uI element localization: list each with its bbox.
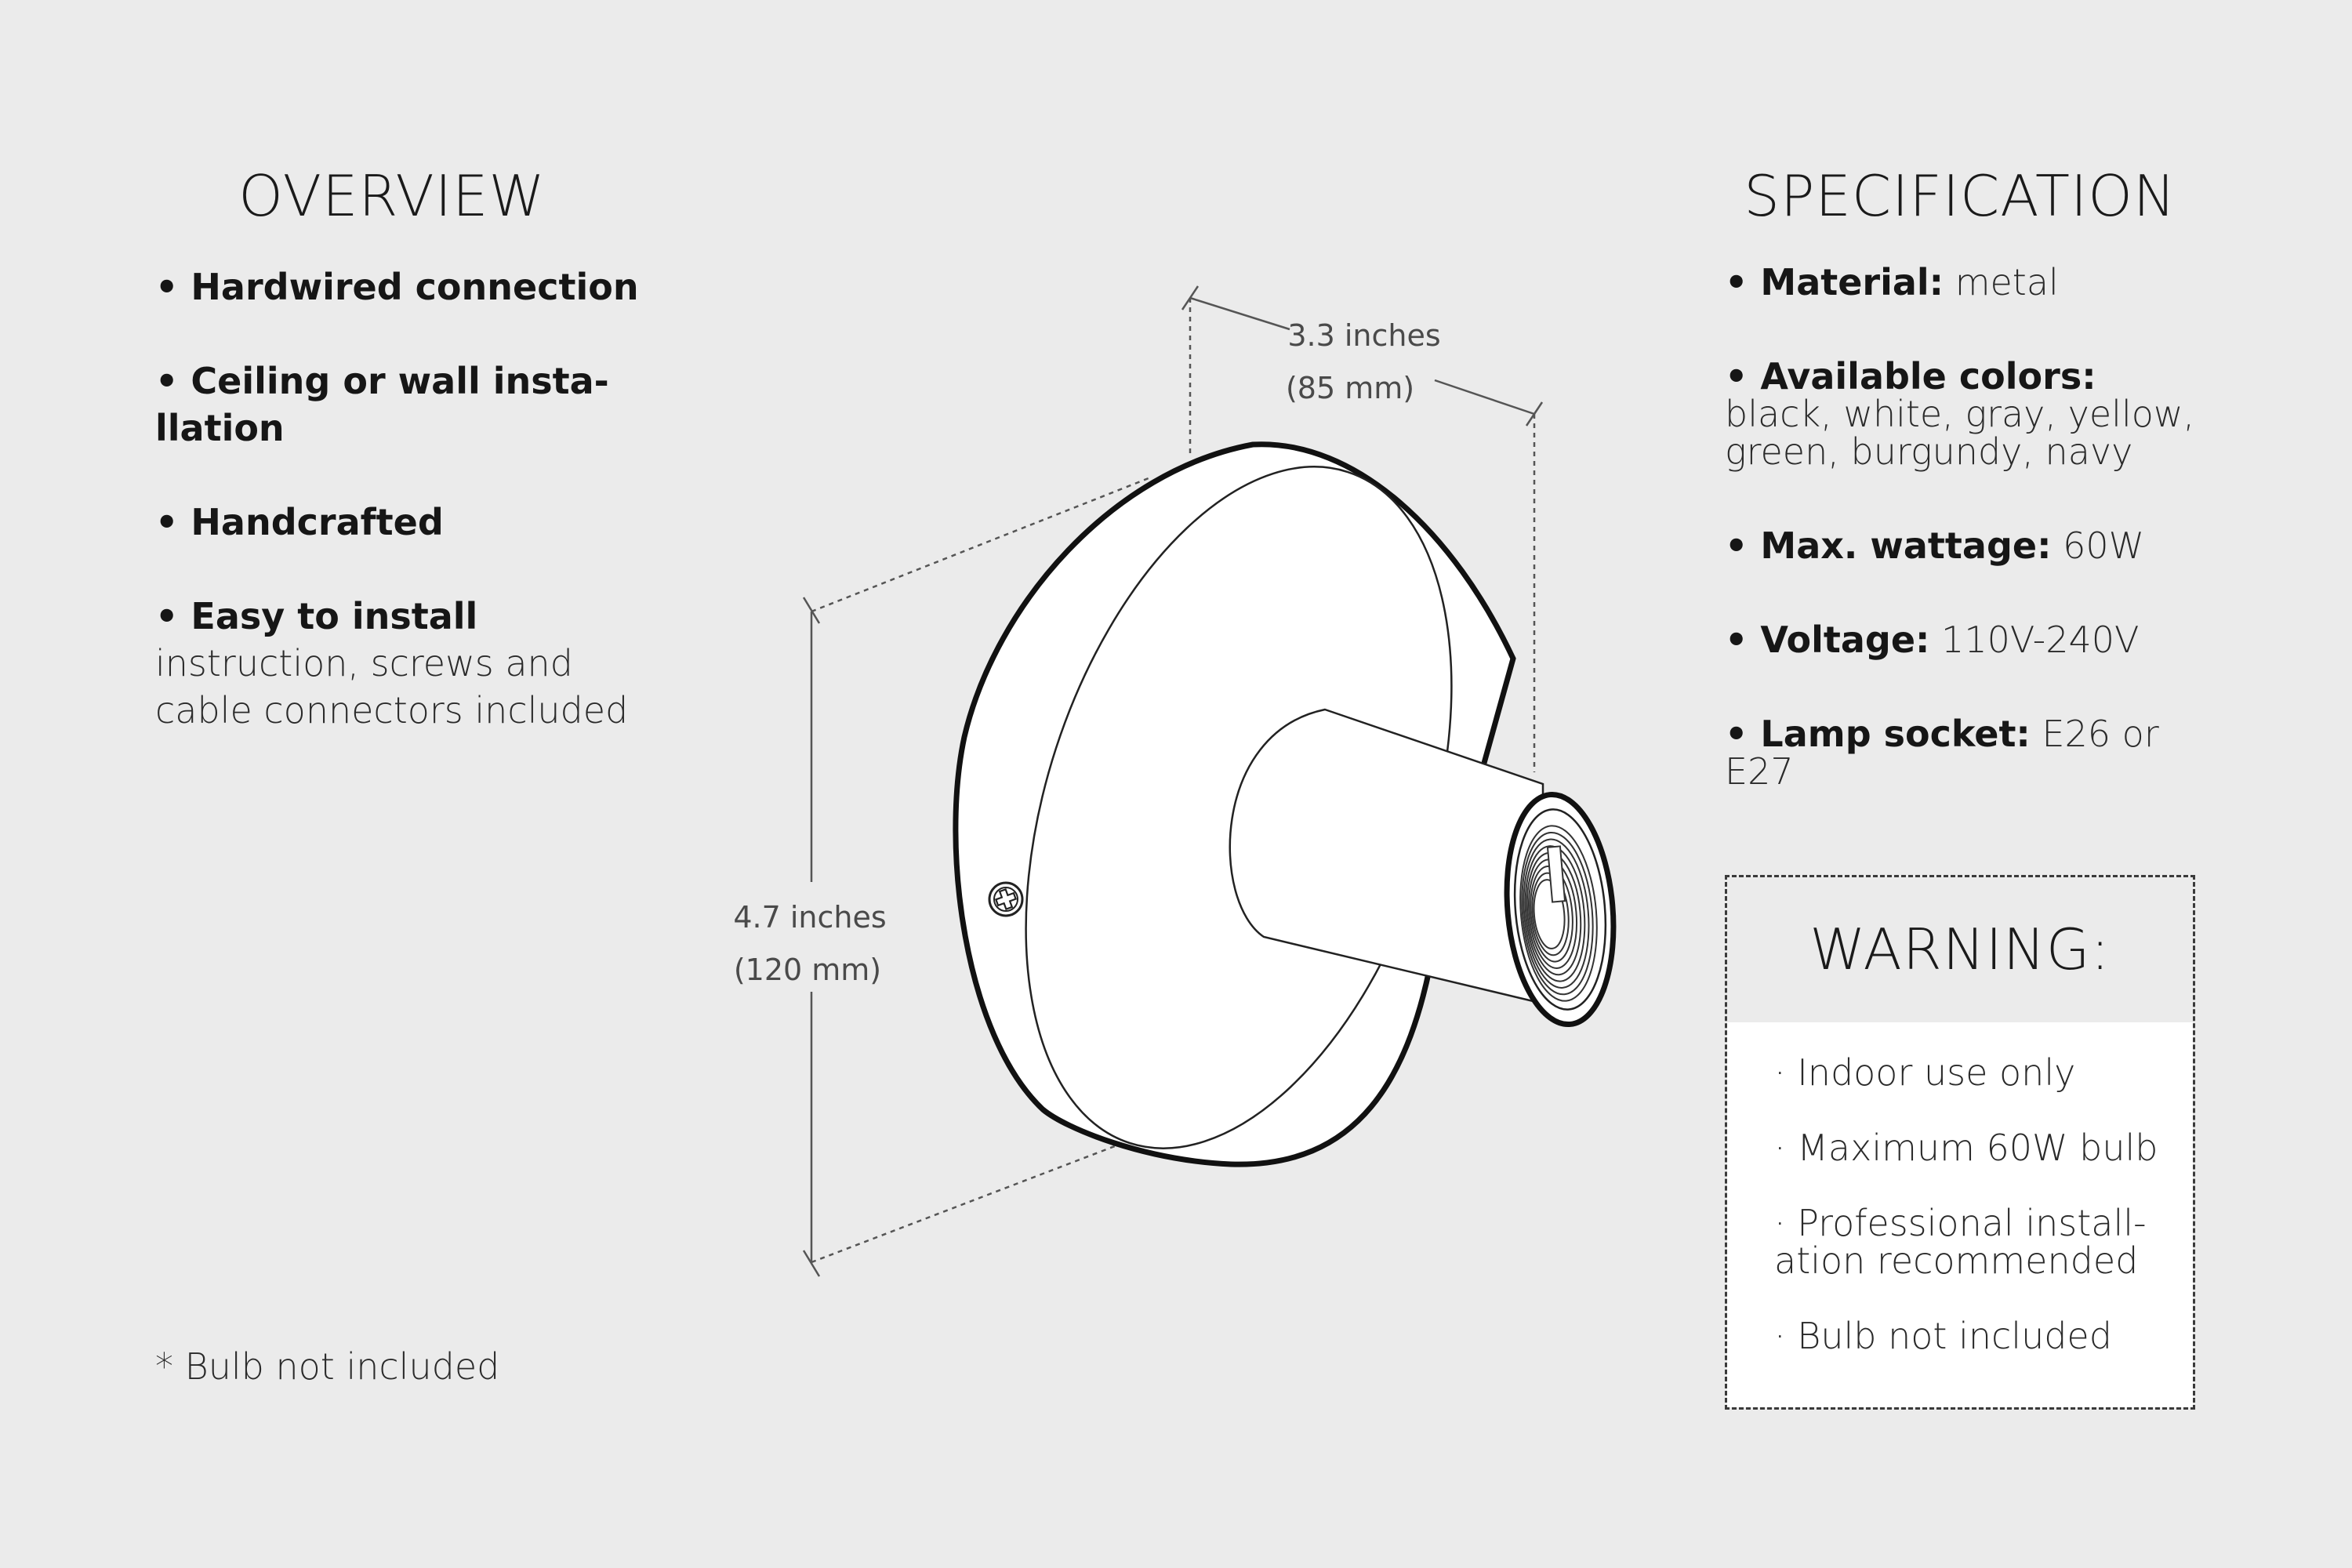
width-dimension	[1181, 285, 1544, 772]
spec-label: • Available colors:	[1725, 355, 2096, 397]
spec-label: • Max. wattage:	[1725, 524, 2052, 567]
overview-item-label: • Easy to install	[155, 595, 478, 637]
height-extension-line-top	[811, 477, 1149, 613]
overview-item: • Handcrafted	[155, 499, 657, 546]
spec-value: 110V-240V	[1929, 619, 2140, 661]
overview-item: • Easy to install instruction, screws an…	[155, 593, 657, 734]
socket-contact	[1546, 845, 1566, 903]
spec-item-material: • Material: metal	[1725, 263, 2211, 301]
spec-item-colors: • Available colors: black, white, gray, …	[1725, 358, 2211, 470]
socket-thread-ring	[1533, 879, 1566, 949]
spec-label: • Voltage:	[1725, 619, 1930, 661]
socket-rim	[1513, 808, 1607, 1011]
warning-item: · Bulb not included	[1774, 1315, 2112, 1357]
screw-icon	[988, 881, 1024, 917]
overview-item-label: • Ceiling or wall insta- llation	[155, 360, 609, 449]
socket-thread-ring	[1519, 825, 1598, 1002]
width-dimension-line	[1434, 379, 1535, 416]
spec-value: metal	[1944, 261, 2059, 303]
width-tick	[1525, 401, 1544, 426]
spec-item-socket: • Lamp socket: E26 or E27	[1725, 715, 2211, 790]
spec-label: • Lamp socket:	[1725, 713, 2031, 755]
spec-value: E26 or E27	[1725, 713, 2159, 793]
spec-item-voltage: • Voltage: 110V-240V	[1725, 621, 2211, 659]
socket-thread	[1519, 825, 1598, 1002]
height-inches-label: 4.7 inches	[733, 900, 886, 935]
warning-list: · Indoor use only · Maximum 60W bulb · P…	[1727, 1022, 2193, 1407]
warning-item: · Indoor use only	[1774, 1051, 2076, 1094]
width-mm-label: (85 mm)	[1286, 371, 1414, 405]
height-tick	[802, 597, 821, 624]
warning-item: · Maximum 60W bulb	[1774, 1127, 2158, 1169]
spec-label: • Material:	[1725, 261, 1944, 303]
specification-list: • Material: metal • Available colors: bl…	[1725, 263, 2211, 847]
overview-item-detail: instruction, screws and cable connectors…	[155, 642, 629, 731]
width-dimension-line	[1189, 296, 1290, 331]
footnote: * Bulb not included	[155, 1345, 500, 1388]
socket-thread-ring	[1521, 831, 1594, 996]
overview-item: • Hardwired connection	[155, 263, 657, 310]
overview-title: OVERVIEW	[238, 163, 546, 229]
spec-value: 60W	[2051, 524, 2145, 567]
overview-item: • Ceiling or wall insta- llation	[155, 358, 657, 452]
height-tick	[802, 1250, 821, 1277]
overview-item-label: • Handcrafted	[155, 501, 444, 543]
spec-value: black, white, gray, yellow, green, burgu…	[1725, 393, 2195, 473]
socket-thread-ring	[1523, 838, 1590, 989]
warning-box: WARNING: · Indoor use only · Maximum 60W…	[1725, 875, 2195, 1410]
height-dimension	[802, 477, 1149, 1277]
overview-list: • Hardwired connection • Ceiling or wall…	[155, 263, 657, 781]
spec-item-wattage: • Max. wattage: 60W	[1725, 527, 2211, 564]
lamp-holder	[1229, 708, 1617, 1028]
lamp-holder-body	[1229, 708, 1544, 1005]
warning-title: WARNING:	[1727, 877, 2193, 1022]
specification-title: SPECIFICATION	[1744, 163, 2176, 229]
overview-item-label: • Hardwired connection	[155, 266, 639, 308]
warning-item: · Professional install- ation recommende…	[1774, 1202, 2147, 1282]
socket-thread-ring	[1524, 845, 1586, 982]
height-mm-label: (120 mm)	[734, 953, 881, 987]
height-extension-line-bottom	[811, 1137, 1136, 1264]
width-tick	[1181, 285, 1200, 310]
width-inches-label: 3.3 inches	[1287, 318, 1440, 353]
socket-thread-ring	[1530, 865, 1573, 963]
socket-thread-ring	[1531, 872, 1570, 956]
